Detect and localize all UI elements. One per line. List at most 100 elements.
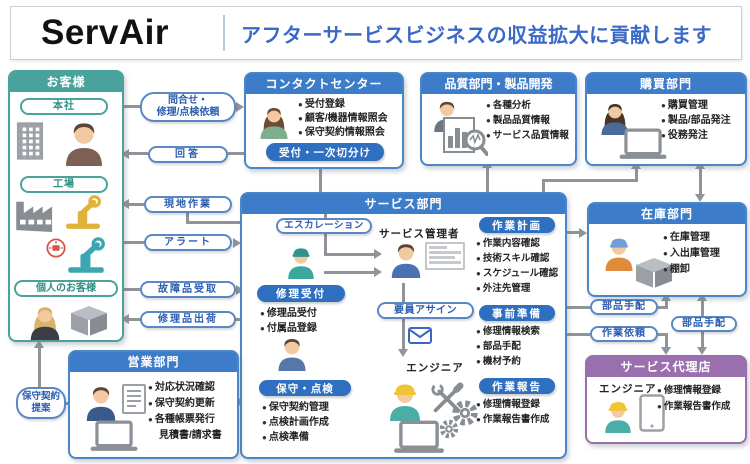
header-divider [223,15,225,51]
connector-line [665,334,668,348]
customer-hq-pill: 本社 [20,98,108,115]
arrow-head [374,249,382,259]
task-item: 保守契約更新 [148,396,234,412]
task-item: 見積書/請求書 [159,430,222,441]
connector-line [665,300,668,308]
document-icon [122,384,146,414]
connector-line [563,306,590,309]
task-item: 部品手配 [476,339,564,354]
arrow-head [121,199,129,209]
engineer-label: エンジニア [406,362,464,374]
service-manager-avatar [387,237,425,281]
inventory-dept-title: 在庫部門 [589,204,745,224]
purchasing-dept-title: 購買部門 [587,74,745,94]
factory-icon [14,198,60,232]
connector-line [186,211,189,224]
task-item: サービス品質情報 [486,128,572,143]
quality-tasks: 各種分析 製品品質情報 サービス品質情報 [486,98,572,143]
agency-tasks: 修理情報登録 作業報告書作成 [657,383,743,415]
sales-dept-title: 営業部門 [70,352,237,372]
connector-line [64,402,70,405]
connector-line [129,203,144,206]
flow-alert-pill: アラート [144,234,232,251]
worksheet-icon [425,242,465,270]
connector-line [324,271,374,274]
connector-line [120,288,140,291]
task-item: 購買管理 [661,98,741,113]
quality-dept-title: 品質部門・製品開発 [422,74,575,94]
connector-line [129,318,140,321]
escalation-pill: エスカレーション [276,218,372,234]
flow-faulty-receive-pill: 故障品受取 [140,281,236,298]
flow-contract-proposal-pill: 保守契約 提案 [16,387,66,419]
service-agency-title: サービス代理店 [587,357,745,377]
alert-lamp-icon [46,238,66,258]
task-item: 修理情報登録 [657,383,743,399]
robot-arm-icon [64,194,102,230]
arrow-head [695,194,705,202]
maintenance-tasks: 保守契約管理 点検計画作成 点検準備 [262,400,362,445]
task-item: 外注先管理 [476,281,564,296]
inventory-tasks: 在庫管理 入出庫管理 棚卸 [663,230,741,278]
arrow-head [697,347,707,355]
package-box-icon [68,304,110,336]
individual-customer-avatar [26,300,64,342]
flow-onsite-pill: 現地作業 [144,196,232,213]
connector-line [228,152,244,155]
task-item: 製品/部品発注 [661,113,741,128]
task-item: 各種帳票発行 [148,412,234,428]
connector-line [319,159,322,192]
connector-line [658,333,668,336]
flow-contract-line2: 提案 [31,403,51,414]
task-item: 点検計画作成 [262,415,362,430]
agency-engineer-label: エンジニア [599,383,657,395]
connector-line [324,253,374,256]
task-item: 作業報告書作成 [657,399,743,415]
flow-inquiry-pill: 問合せ・ 修理/点検依頼 [140,92,236,122]
task-item: 在庫管理 [663,230,741,246]
laptop-icon [86,420,142,452]
customer-factory-pill: 工場 [20,176,108,193]
arrow-head [236,102,244,112]
connector-line [118,105,140,108]
repair-tasks: 修理品受付 付属品登録 [260,306,360,336]
laptop-icon [390,420,448,454]
task-item: 顧客/機器情報照会 [298,112,400,126]
arrow-head [398,349,408,357]
purchasing-tasks: 購買管理 製品/部品発注 役務発注 [661,98,741,143]
task-item: 受付登録 [298,98,400,112]
connector-line [563,231,581,234]
task-item: 修理品受付 [260,306,360,321]
connector-line [120,241,144,244]
hq-manager-avatar [60,116,108,168]
sales-rep-avatar [82,378,120,426]
task-item: 保守契約管理 [262,400,362,415]
task-item: 修理情報検索 [476,324,564,339]
sales-tasks: 対応状況確認 保守契約更新 各種帳票発行 見積書/請求書 [148,380,234,444]
task-item: 点検準備 [262,430,362,445]
service-manager-label: サービス管理者 [379,228,460,240]
connector-line [563,333,590,336]
connector-line [699,167,702,195]
arrow-head [233,238,241,248]
preparation-pill: 事前準備 [479,305,555,321]
robot-arm-teal-icon [66,236,106,274]
task-item: 役務発注 [661,128,741,143]
flow-answer-pill: 回答 [148,146,228,163]
connector-line [129,152,148,155]
connector-line [324,214,327,256]
customer-box: お客様 本社 工場 個人のお客様 [8,70,124,342]
task-item: 機材予約 [476,354,564,369]
connector-line [658,306,668,309]
inventory-dept-box: 在庫部門 在庫管理 入出庫管理 棚卸 [587,202,747,297]
connector-line [635,167,638,182]
arrow-head [34,340,44,348]
work-plan-pill: 作業計画 [479,217,555,233]
quality-dept-box: 品質部門・製品開発 各種分析 製品品質情報 サービス品質情報 [420,72,577,166]
task-item: 付属品登録 [260,321,360,336]
task-item: 修理情報登録 [476,397,564,412]
connector-line [542,180,545,192]
arrow-head [374,267,382,277]
arrow-head [579,228,587,238]
